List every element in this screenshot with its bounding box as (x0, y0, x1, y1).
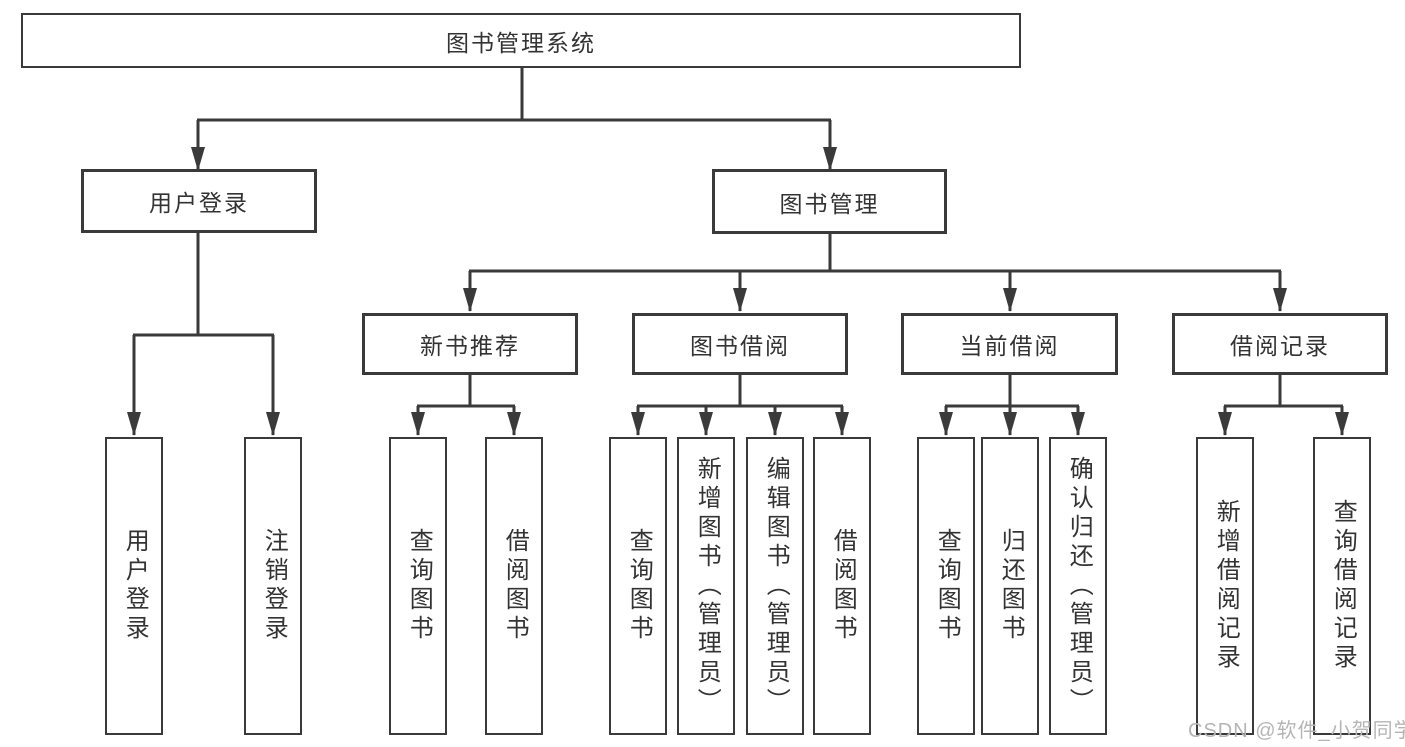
leaf-query-borrow-record: 查询借阅记录 (1313, 437, 1371, 735)
node-current-borrowing: 当前借阅 (901, 313, 1118, 375)
node-user-login-branch: 用户登录 (81, 169, 317, 233)
csdn-watermark: CSDN @软件_小贺同学 (1188, 720, 1405, 742)
leaf-borrow-books-borrowing: 借阅图书 (813, 437, 871, 735)
leaf-user-login: 用户登录 (105, 437, 163, 735)
node-borrowing-records: 借阅记录 (1172, 313, 1388, 375)
leaf-confirm-return-admin: 确认归还（管理员） (1049, 437, 1107, 735)
node-book-management-branch: 图书管理 (712, 169, 947, 234)
leaf-borrow-books-recommend: 借阅图书 (485, 437, 543, 735)
leaf-query-books-current: 查询图书 (917, 437, 975, 735)
leaf-add-books-admin: 新增图书（管理员） (677, 437, 735, 735)
leaf-add-borrow-record: 新增借阅记录 (1196, 437, 1254, 735)
node-root-library-system: 图书管理系统 (21, 13, 1021, 68)
leaf-edit-books-admin: 编辑图书（管理员） (746, 437, 804, 735)
leaf-return-books: 归还图书 (981, 437, 1039, 735)
node-new-book-recommendation: 新书推荐 (362, 313, 578, 375)
node-book-borrowing: 图书借阅 (632, 313, 848, 375)
leaf-query-books-borrowing: 查询图书 (609, 437, 667, 735)
leaf-query-books-recommend: 查询图书 (389, 437, 447, 735)
leaf-logout: 注销登录 (244, 437, 302, 735)
